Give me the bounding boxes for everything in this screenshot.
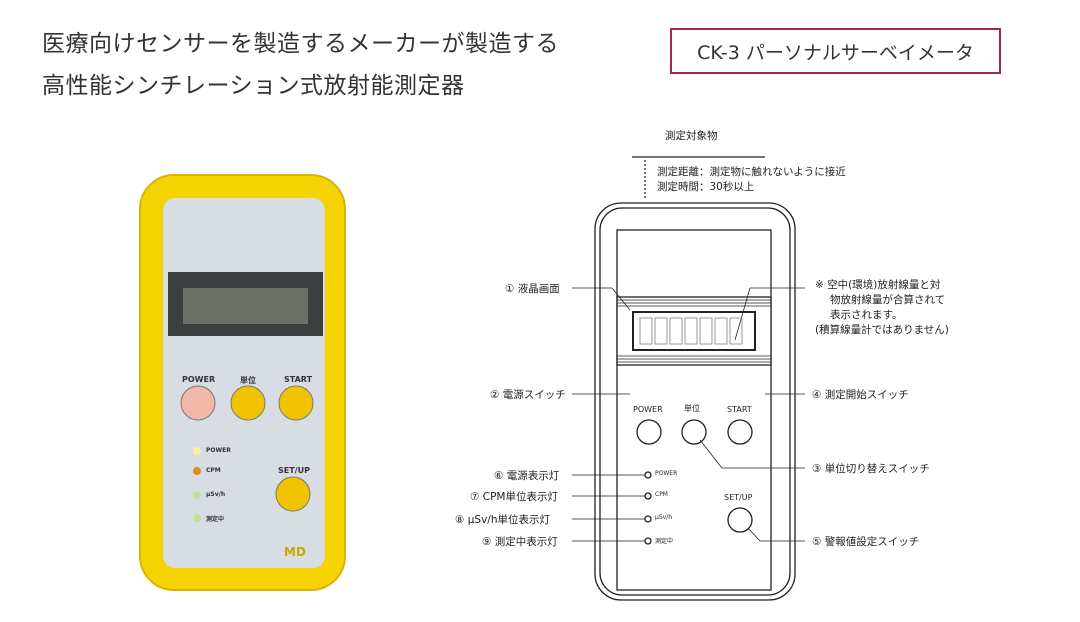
distance-label: 測定距離：測定物に触れないように接近 xyxy=(657,166,846,178)
callout-power-switch: ② 電源スイッチ xyxy=(490,389,566,401)
photo-power-label: POWER xyxy=(182,375,216,384)
model-name-box: CK-3 パーソナルサーベイメータ xyxy=(670,28,1001,74)
diagram-led-label: 測定中 xyxy=(655,538,674,545)
callout-start-switch: ④ 測定開始スイッチ xyxy=(812,389,909,401)
photo-led-measuring xyxy=(193,514,201,522)
diagram-unit-button xyxy=(681,419,707,445)
callout-lcd: ① 液晶画面 xyxy=(505,283,560,295)
photo-led-power xyxy=(193,447,201,455)
target-label: 測定対象物 xyxy=(665,130,718,142)
diagram-device-inner xyxy=(599,207,791,596)
photo-led-label: POWER xyxy=(206,447,231,454)
photo-led-label: 測定中 xyxy=(206,516,225,523)
diagram-setup-button xyxy=(727,507,753,533)
diagram-setup-label: SET/UP xyxy=(724,493,753,502)
diagram-power-label: POWER xyxy=(633,405,663,414)
diagram-led-label: μSv/h xyxy=(655,514,673,521)
heading-line1: 医療向けセンサーを製造するメーカーが製造する xyxy=(42,31,559,57)
diagram-start-label: START xyxy=(727,405,752,414)
diagram-power-button xyxy=(636,419,662,445)
photo-unit-button xyxy=(230,385,266,421)
photo-led-label: CPM xyxy=(206,467,221,474)
heading-line2: 高性能シンチレーション式放射能測定器 xyxy=(42,73,465,99)
photo-led-cpm xyxy=(193,467,201,475)
diagram-led-label: CPM xyxy=(655,491,668,498)
lcd-screen xyxy=(183,288,308,324)
lcd-hatching xyxy=(617,299,771,363)
photo-unit-label: 単位 xyxy=(240,376,256,385)
note-line: 表示されます。 xyxy=(830,309,903,321)
photo-led-usv xyxy=(193,491,201,499)
photo-logo: MD xyxy=(284,545,306,559)
photo-start-label: START xyxy=(284,375,313,384)
diagram-unit-label: 単位 xyxy=(684,404,700,413)
note-line: 物放射線量が合算されて xyxy=(830,294,946,306)
photo-start-button xyxy=(278,385,314,421)
diagram-led-cpm xyxy=(644,492,652,500)
callout-measuring-led: ⑨ 測定中表示灯 xyxy=(482,536,558,548)
photo-led-label: μSv/h xyxy=(206,491,226,498)
diagram-start-button xyxy=(727,419,753,445)
callout-power-led: ⑥ 電源表示灯 xyxy=(494,470,560,482)
callout-usv-led: ⑧ μSv/h単位表示灯 xyxy=(455,514,551,526)
photo-setup-button xyxy=(275,476,311,512)
diagram-led-power xyxy=(644,471,652,479)
diagram-lcd-band xyxy=(616,296,772,366)
diagram-led-measuring xyxy=(644,537,652,545)
note-line: (積算線量計ではありません) xyxy=(815,324,949,336)
diagram-lcd xyxy=(632,311,756,351)
callout-unit-switch: ③ 単位切り替えスイッチ xyxy=(812,463,930,475)
photo-power-button xyxy=(180,385,216,421)
lcd-digits xyxy=(639,317,743,345)
diagram-led-label: POWER xyxy=(655,470,678,477)
diagram-face xyxy=(616,229,772,591)
callout-cpm-led: ⑦ CPM単位表示灯 xyxy=(470,491,558,503)
callout-alarm-switch: ⑤ 警報値設定スイッチ xyxy=(812,536,920,548)
diagram-device-outer xyxy=(594,202,796,601)
time-label: 測定時間：30秒以上 xyxy=(657,181,755,193)
diagram-led-usv xyxy=(644,515,652,523)
note-line: ※ 空中(環境)放射線量と対 xyxy=(815,279,941,291)
photo-setup-label: SET/UP xyxy=(278,466,310,475)
